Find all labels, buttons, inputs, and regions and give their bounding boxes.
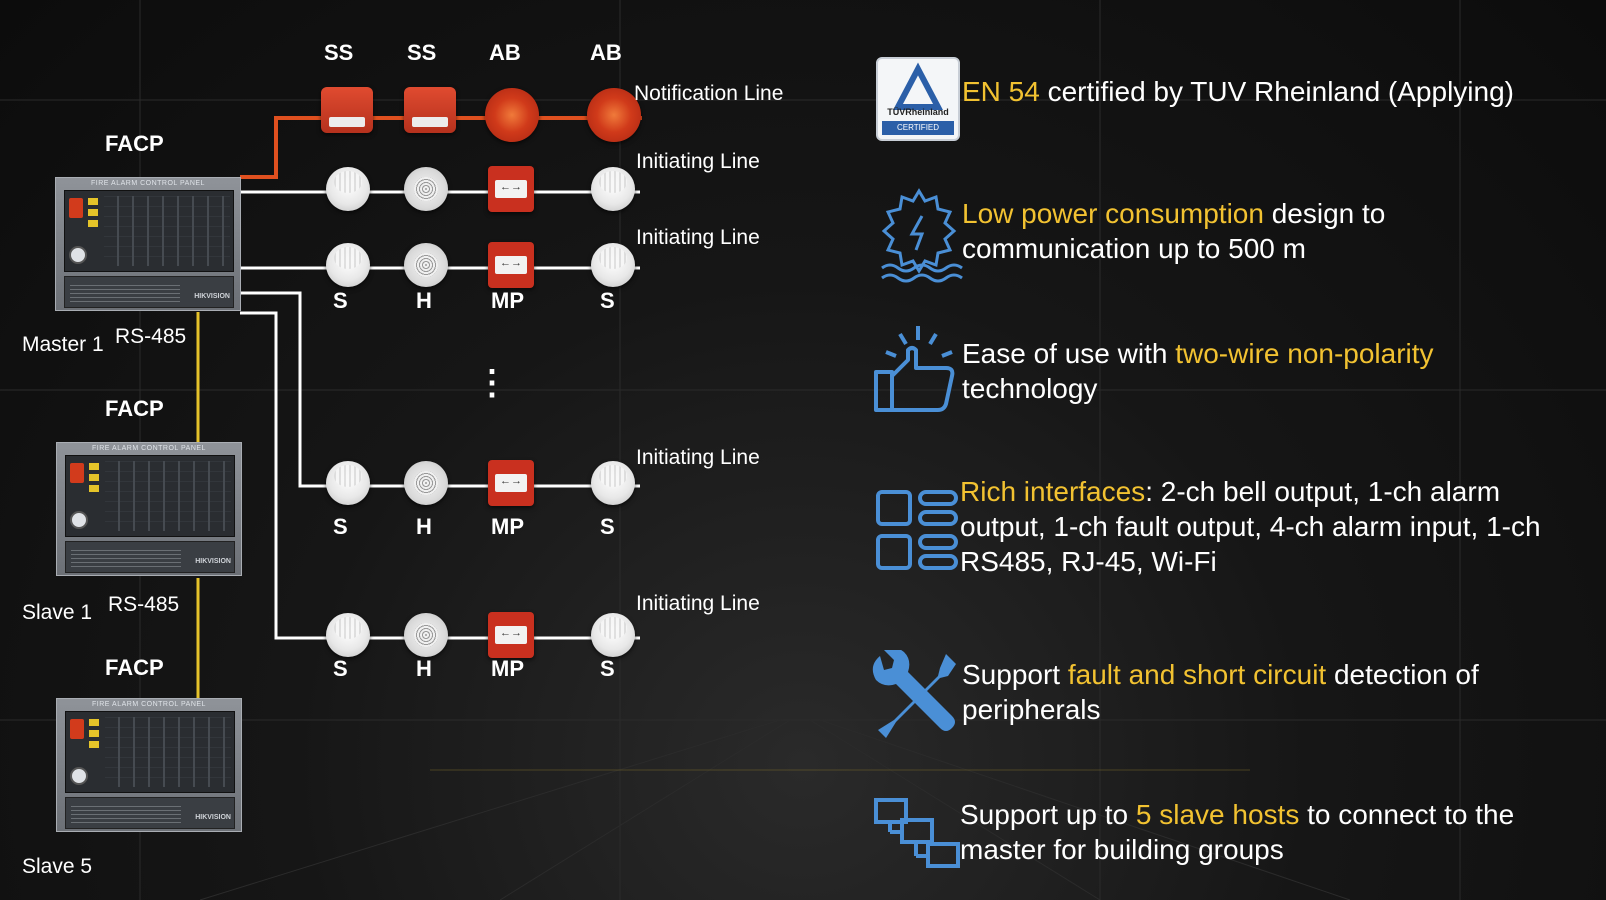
smoke-detector-icon [326, 167, 370, 211]
manual-call-point-icon [488, 460, 534, 506]
smoke-detector-icon [326, 243, 370, 287]
smoke-detector-icon [326, 461, 370, 505]
device-label: AB [590, 40, 622, 65]
panel-brand: HIKVISION [194, 293, 230, 300]
rs485-label: RS-485 [115, 325, 187, 348]
device-label: SS [407, 40, 437, 65]
device-label: H [416, 656, 432, 681]
device-label: AB [489, 40, 521, 65]
panel-title: FIRE ALARM CONTROL PANEL [91, 180, 205, 187]
smoke-detector-icon [591, 243, 635, 287]
interfaces-grid-icon [876, 490, 958, 570]
panel-title: FIRE ALARM CONTROL PANEL [92, 701, 206, 708]
highlight-text: two-wire non-polarity [1175, 338, 1434, 369]
continuation-ellipsis: ⋮ [475, 364, 509, 402]
feature-ease-of-use: Ease of use with two-wire non-polarity t… [962, 336, 1562, 406]
heat-detector-icon [404, 461, 448, 505]
device-label: S [333, 656, 348, 681]
master-role-label: Master 1 [22, 333, 104, 356]
feature-text: Ease of use with [962, 338, 1176, 369]
device-label: H [416, 288, 432, 313]
rs485-label: RS-485 [108, 593, 180, 616]
feature-text: detection of peripherals [962, 659, 1479, 725]
certified-stamp: CERTIFIED [882, 121, 954, 135]
manual-call-point-icon [488, 612, 534, 658]
feature-low-power: Low power consumption design to communic… [962, 196, 1562, 266]
initiating-line-label: Initiating Line [636, 592, 760, 615]
heat-detector-icon [404, 167, 448, 211]
highlight-text: Low power consumption [962, 198, 1264, 229]
smoke-detector-icon [591, 461, 635, 505]
power-gear-icon [881, 188, 963, 283]
cascade-hosts-icon [874, 798, 960, 868]
feature-fault-detection: Support fault and short circuit detectio… [962, 657, 1562, 727]
master-panel: FIRE ALARM CONTROL PANEL HIKVISION [55, 177, 241, 311]
thumbs-up-icon [874, 326, 955, 412]
device-label: MP [491, 514, 524, 539]
slave-role-label: Slave 5 [22, 855, 93, 878]
feature-text: Support [962, 659, 1068, 690]
tuv-brand-text: TÜVRheinland [887, 107, 949, 117]
strobe-sounder-icon [404, 87, 456, 133]
panel-brand: HIKVISION [195, 558, 231, 565]
heat-detector-icon [404, 613, 448, 657]
highlight-text: Rich interfaces [960, 476, 1146, 507]
feature-text: Support up to [960, 799, 1136, 830]
initiating-line-label: Initiating Line [636, 150, 760, 173]
panel-title: FIRE ALARM CONTROL PANEL [92, 445, 206, 452]
initiating-line-label: Initiating Line [636, 226, 760, 249]
highlight-text: 5 slave hosts [1135, 799, 1300, 830]
slave-role-label: Slave 1 [22, 601, 93, 624]
notification-line [240, 116, 642, 179]
panel-type-label: FACP [105, 131, 164, 156]
device-label: MP [491, 656, 524, 681]
highlight-text: fault and short circuit [1067, 659, 1327, 690]
tuv-certified-icon: TÜVRheinland CERTIFIED [876, 57, 960, 141]
device-label: SS [324, 40, 354, 65]
feature-slave-hosts: Support up to 5 slave hosts to connect t… [960, 797, 1580, 867]
feature-text: certified by TUV Rheinland (Applying) [1039, 76, 1514, 107]
feature-text: technology [962, 373, 1098, 404]
feature-text: to connect to the master for building gr… [960, 799, 1515, 865]
highlight-text: EN 54 [962, 76, 1040, 107]
heat-detector-icon [404, 243, 448, 287]
feature-text: design to communication up to 500 m [962, 198, 1386, 264]
manual-call-point-icon [488, 166, 534, 212]
feature-certification: EN 54 certified by TUV Rheinland (Applyi… [962, 74, 1602, 109]
device-label: MP [491, 288, 524, 313]
device-label: S [600, 656, 615, 681]
wrench-screwdriver-icon [872, 650, 956, 738]
device-label: H [416, 514, 432, 539]
device-label: S [600, 288, 615, 313]
strobe-sounder-icon [321, 87, 373, 133]
alarm-bell-icon [485, 88, 539, 142]
panel-type-label: FACP [105, 396, 164, 421]
panel-type-label: FACP [105, 655, 164, 680]
device-label: S [333, 288, 348, 313]
slave-panel: FIRE ALARM CONTROL PANEL HIKVISION [56, 442, 242, 576]
initiating-line [240, 291, 640, 488]
alarm-bell-icon [587, 88, 641, 142]
device-label: S [333, 514, 348, 539]
notification-line-label: Notification Line [634, 82, 784, 105]
slave-panel: FIRE ALARM CONTROL PANEL HIKVISION [56, 698, 242, 832]
smoke-detector-icon [591, 167, 635, 211]
initiating-line-label: Initiating Line [636, 446, 760, 469]
panel-brand: HIKVISION [195, 814, 231, 821]
smoke-detector-icon [591, 613, 635, 657]
initiating-line [240, 311, 640, 640]
smoke-detector-icon [326, 613, 370, 657]
feature-text: : 2-ch bell output, 1-ch alarm output, 1… [960, 476, 1541, 577]
device-label: S [600, 514, 615, 539]
manual-call-point-icon [488, 242, 534, 288]
feature-rich-interfaces: Rich interfaces: 2-ch bell output, 1-ch … [960, 474, 1550, 579]
